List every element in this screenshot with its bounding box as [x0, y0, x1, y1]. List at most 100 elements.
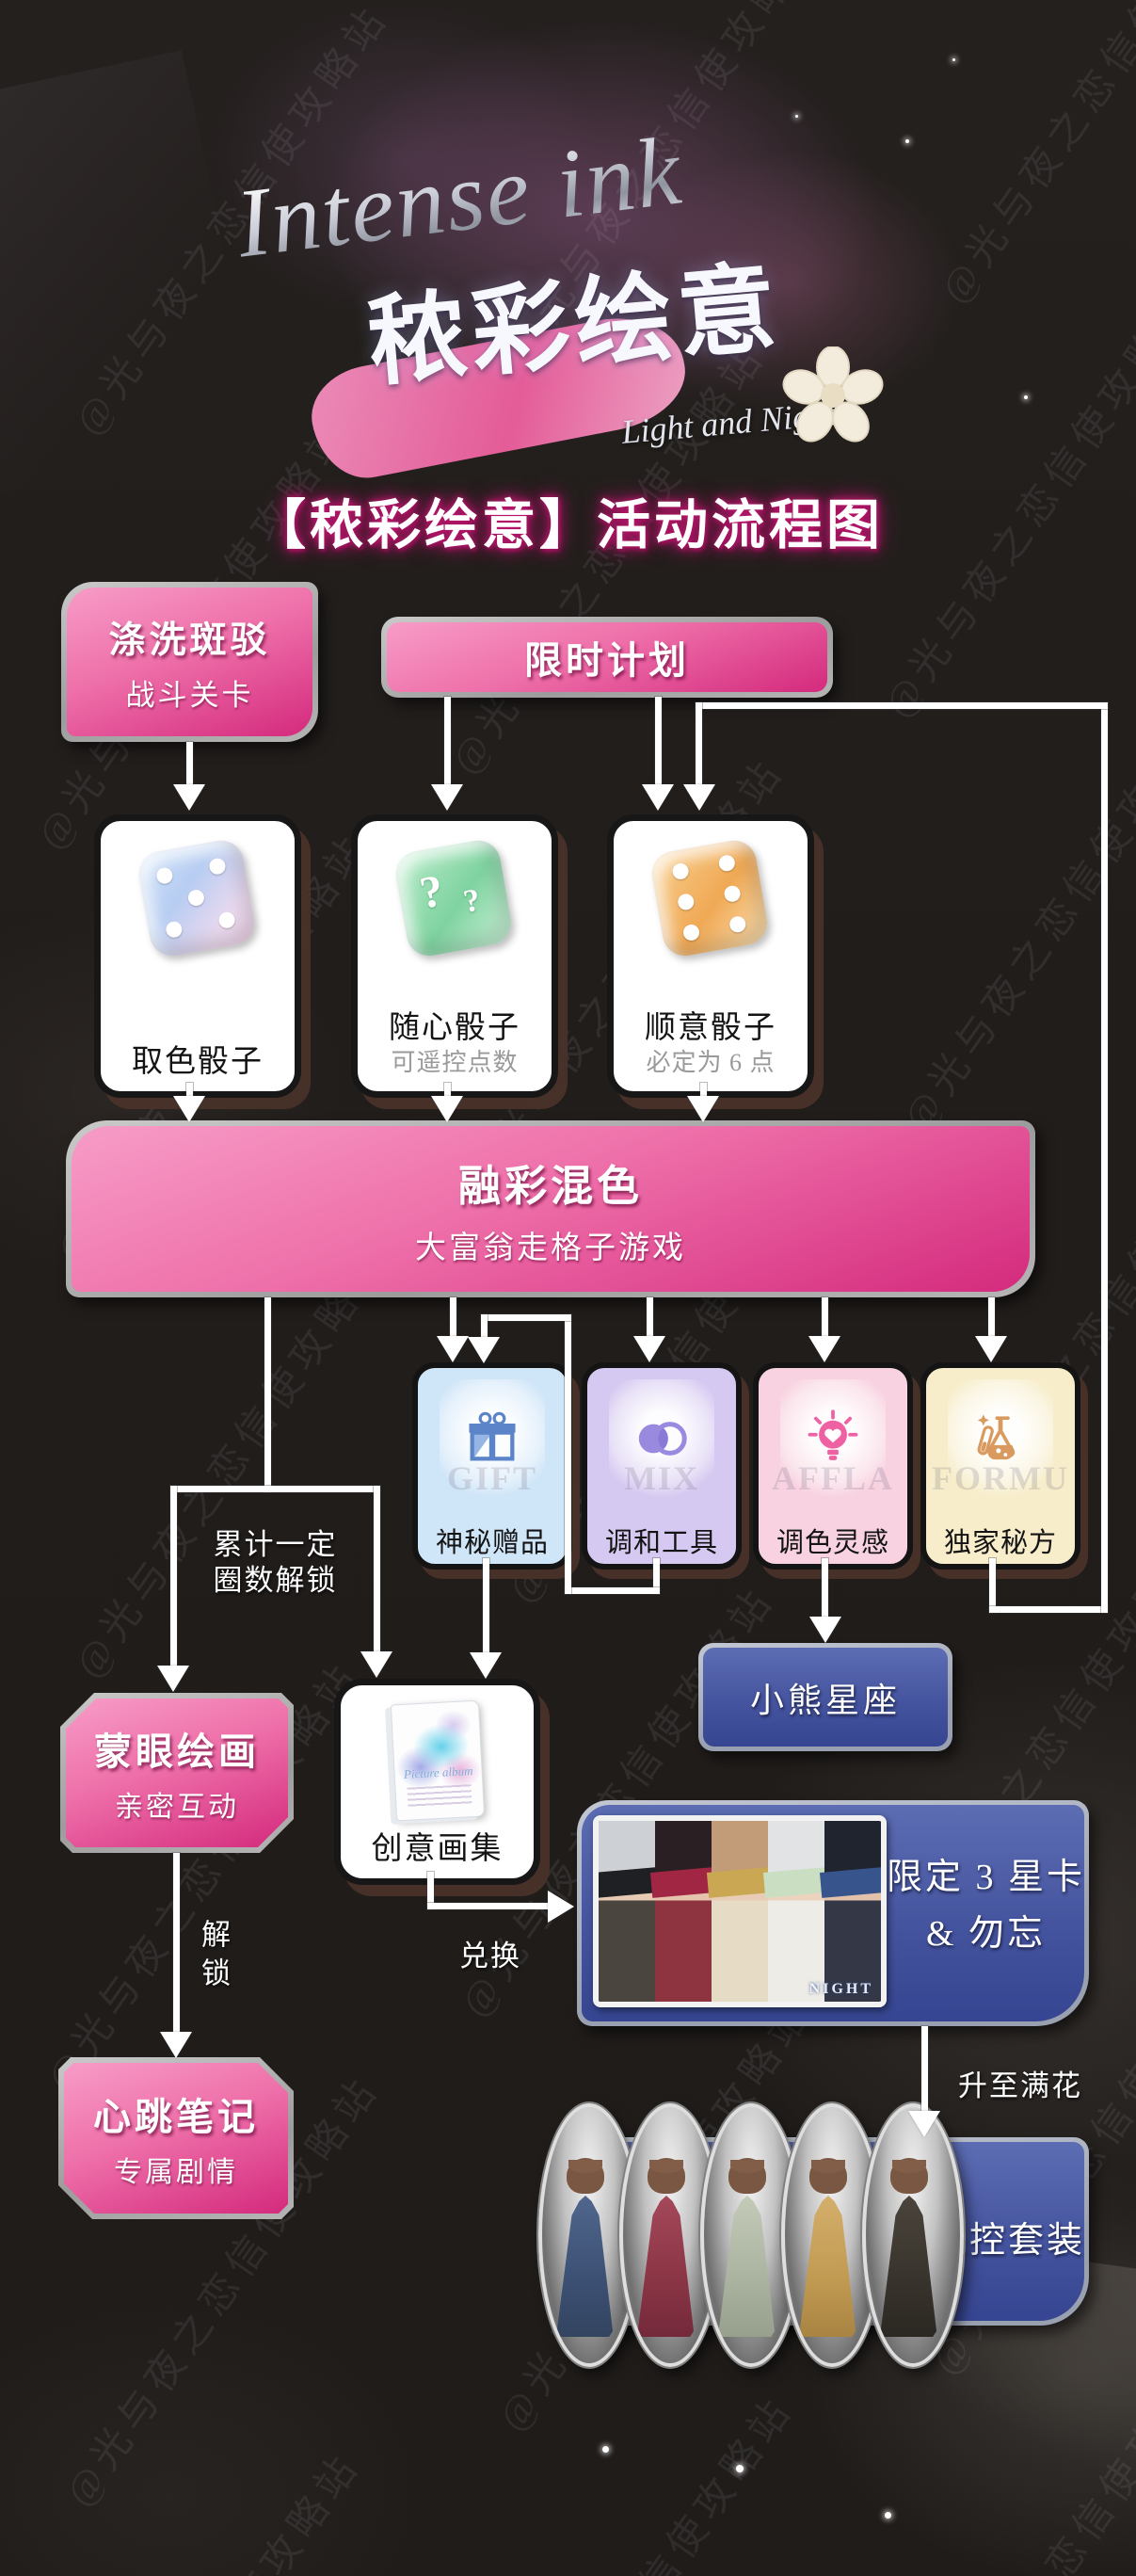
arrowhead	[975, 1336, 1007, 1362]
line-segment	[988, 1297, 995, 1337]
character-card-slice	[599, 1821, 660, 2002]
node-blindfold-title: 蒙眼绘画	[94, 1731, 260, 1773]
dice-label: 顺意骰子	[645, 1011, 776, 1045]
node-plan-title: 限时计划	[524, 639, 690, 682]
item-label: 调色灵感	[776, 1528, 889, 1558]
mix-icon-tile	[609, 1379, 714, 1498]
orange-dice-icon	[648, 837, 771, 959]
line-segment	[450, 1297, 456, 1337]
node-battle-stage: 涤洗斑驳 战斗关卡	[61, 582, 318, 742]
item-label: 独家秘方	[943, 1528, 1057, 1558]
line-segment	[696, 702, 1108, 709]
node-battle-inner: 涤洗斑驳 战斗关卡	[67, 588, 312, 736]
line-segment	[700, 1083, 707, 1098]
line-segment	[822, 1297, 828, 1337]
bear-label: 小熊星座	[749, 1681, 901, 1719]
blue-dice-icon	[136, 837, 258, 959]
blindfold-band	[599, 1866, 660, 1898]
line-segment	[186, 742, 193, 785]
album-label: 创意画集	[371, 1832, 504, 1866]
line-segment	[647, 1297, 653, 1337]
node-board-title: 融彩混色	[457, 1162, 643, 1210]
album-icon-lines	[407, 1784, 472, 1809]
dice-card-color-pick: 取色骰子	[94, 814, 301, 1098]
label-laps-unlock: 累计一定 圈数解锁	[213, 1528, 338, 1597]
node-blindfold-painting: 蒙眼绘画 亲密互动	[60, 1693, 294, 1853]
line-segment	[481, 1314, 571, 1321]
line-segment	[173, 1853, 180, 2034]
node-heartbeat-title: 心跳笔记	[93, 2096, 259, 2138]
node-creative-album: Picture album 创意画集	[334, 1679, 540, 1885]
dice-note: 必定为 6 点	[646, 1049, 776, 1076]
gift-icon	[469, 1411, 516, 1461]
gift-icon-tile	[440, 1379, 545, 1498]
line-segment	[989, 1558, 996, 1613]
arrowhead	[431, 784, 463, 811]
line-segment	[483, 1558, 489, 1653]
background-facet	[0, 50, 264, 496]
arrowhead	[687, 1096, 719, 1122]
line-segment	[696, 702, 702, 785]
flask-icon	[977, 1414, 1016, 1460]
arrowhead	[157, 1666, 189, 1692]
character-card-slice: NIGHT	[809, 1821, 881, 2002]
dress-figure	[785, 2158, 879, 2356]
star-dot	[905, 139, 909, 143]
item-card-inspiration: AFFLA 调色灵感	[753, 1362, 913, 1570]
watermark-text: @光与夜之恋信使攻略站	[904, 2330, 1136, 2576]
card-reward-line1: 限定 3 星卡	[886, 1858, 1085, 1897]
card-collage-image: NIGHT	[593, 1815, 887, 2007]
character-card-slice	[650, 1821, 716, 2002]
item-card-mix-tool: MIX 调和工具	[582, 1362, 742, 1570]
line-segment	[444, 1083, 451, 1098]
character-card-slice	[707, 1821, 773, 2002]
arrowhead	[470, 1652, 502, 1679]
dress-figure	[623, 2158, 717, 2356]
inspiration-watermark-text: AFFLA	[772, 1459, 894, 1497]
arrowhead	[808, 1336, 840, 1362]
question-mark-icon: ?	[416, 865, 447, 919]
gift-watermark-text: GIFT	[446, 1459, 537, 1497]
line-segment	[427, 1872, 434, 1909]
arrowhead	[468, 1337, 500, 1363]
line-segment	[1101, 702, 1108, 1613]
dice-card-wish: ? ? 随心骰子 可遥控点数	[351, 814, 558, 1098]
star-dot	[736, 2465, 744, 2472]
picture-album-icon: Picture album	[390, 1699, 486, 1822]
node-blindfold-subtitle: 亲密互动	[115, 1792, 239, 1823]
blindfold-band	[650, 1866, 716, 1898]
blindfold-band	[707, 1866, 773, 1898]
mix-icon	[638, 1422, 687, 1456]
watermark-text: @光与夜之恋信使攻略站	[463, 2381, 806, 2576]
line-segment	[921, 2026, 928, 2113]
line-segment	[653, 1558, 660, 1594]
line-segment	[822, 1558, 828, 1618]
item-label: 神秘赠品	[435, 1528, 549, 1558]
watermark-text: @光与夜之恋信使攻略站	[67, 1238, 398, 1686]
arrowhead	[809, 1617, 841, 1643]
question-mark-icon: ?	[460, 882, 483, 920]
label-upgrade: 升至满花	[958, 2069, 1082, 2102]
dice-label: 取色骰子	[132, 1045, 264, 1079]
bulb-icon-tile	[780, 1379, 886, 1498]
lightbulb-heart-icon	[808, 1409, 858, 1460]
line-segment	[565, 1587, 660, 1594]
item-card-gift: GIFT 神秘赠品	[412, 1362, 572, 1570]
outfit-oval-black	[862, 2103, 964, 2367]
node-bear-inner: 小熊星座	[703, 1648, 948, 1747]
dice-note: 可遥控点数	[391, 1049, 519, 1076]
watermark-text: @光与夜之恋信使攻略站	[30, 2438, 373, 2576]
arrowhead	[908, 2111, 940, 2137]
star-dot	[795, 115, 798, 118]
arrowhead	[437, 1336, 469, 1362]
line-segment	[655, 697, 662, 785]
node-plan-inner: 限时计划	[387, 622, 827, 692]
green-dice-icon: ? ?	[392, 837, 515, 959]
watermark-text: @光与夜之恋信使攻略站	[933, 0, 1136, 312]
node-heartbeat-inner: 心跳笔记 专属剧情	[64, 2063, 288, 2214]
line-segment	[170, 1486, 177, 1666]
node-bear-constellation: 小熊星座	[698, 1643, 952, 1751]
item-label: 调和工具	[604, 1528, 718, 1558]
line-segment	[264, 1297, 271, 1492]
